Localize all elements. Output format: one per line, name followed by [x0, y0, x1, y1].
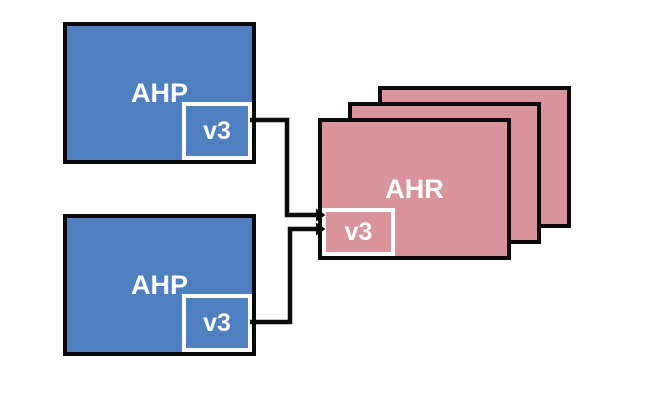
ahr-node-front: AHR v3	[318, 118, 511, 260]
ahp-top-version-badge: v3	[182, 102, 252, 160]
ahp-top-label: AHP	[130, 77, 188, 108]
ahr-label: AHR	[385, 173, 444, 204]
ahp-node-top: AHP v3	[63, 22, 256, 164]
connector-line-top	[250, 117, 316, 218]
ahp-node-bottom: AHP v3	[63, 214, 256, 356]
ahp-bottom-version-badge-label: v3	[203, 308, 231, 337]
ahp-bottom-label: AHP	[130, 269, 188, 300]
connector-line-bottom	[250, 226, 316, 325]
ahp-bottom-version-badge: v3	[182, 294, 252, 352]
ahp-top-version-badge-label: v3	[203, 116, 231, 145]
ahr-version-badge-label: v3	[344, 217, 373, 246]
ahr-version-badge: v3	[322, 208, 395, 256]
